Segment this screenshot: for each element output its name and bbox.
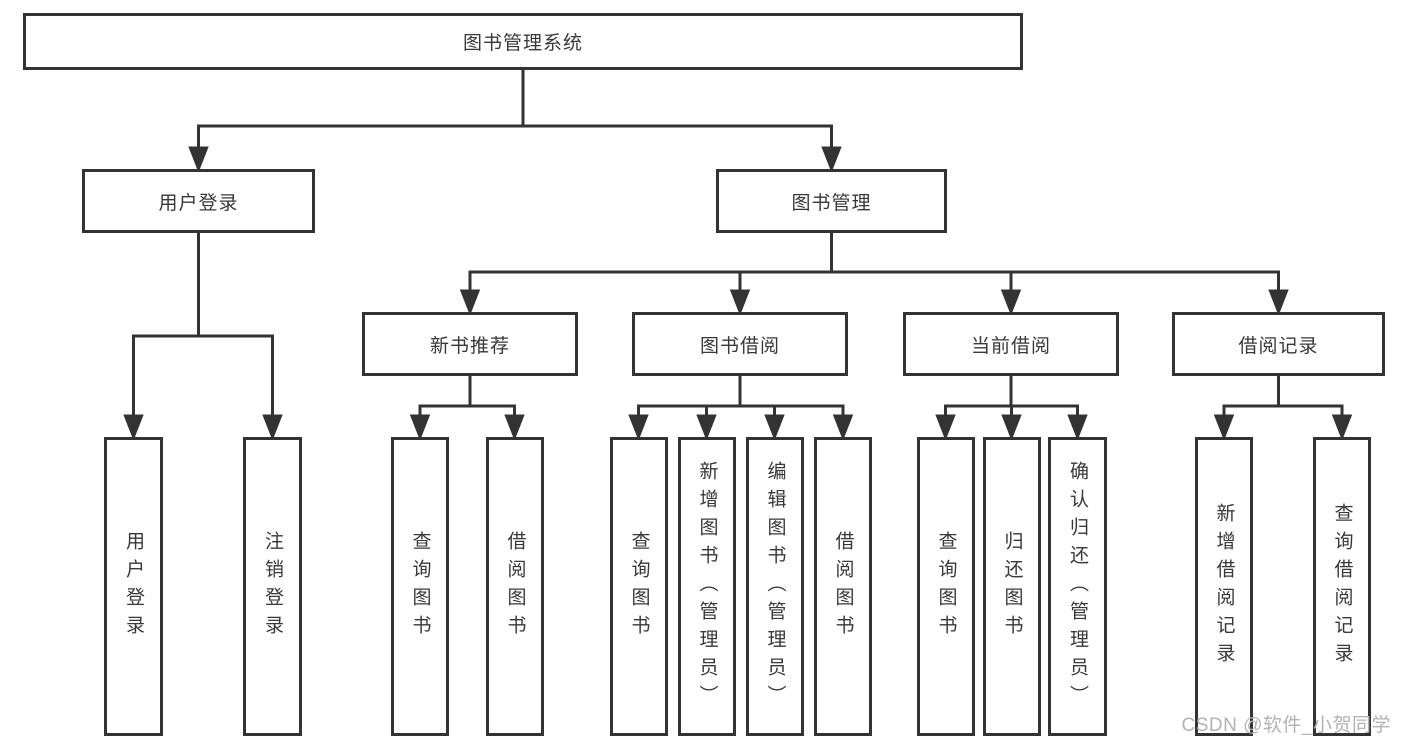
node-label: 注销登录 (262, 530, 283, 643)
node-label: 编辑图书（管理员） (764, 460, 786, 713)
leaf-add-books-admin: 新增图书（管理员） (678, 437, 736, 736)
node-borrowing-records: 借阅记录 (1172, 312, 1385, 376)
leaf-borrow-books-recommend: 借阅图书 (486, 437, 544, 736)
node-root-library-system: 图书管理系统 (23, 13, 1023, 70)
node-label: 借阅图书 (504, 530, 526, 643)
leaf-query-books-current: 查询图书 (917, 437, 975, 736)
node-book-management: 图书管理 (716, 169, 947, 233)
leaf-query-borrow-record: 查询借阅记录 (1313, 437, 1371, 736)
node-label: 查询借阅记录 (1331, 502, 1353, 671)
leaf-query-books-recommend: 查询图书 (391, 437, 449, 736)
node-user-login: 用户登录 (82, 169, 315, 233)
node-label: 用户登录 (158, 192, 239, 214)
node-book-borrowing: 图书借阅 (632, 312, 848, 376)
node-label: 归还图书 (1001, 530, 1023, 643)
node-label: 查询图书 (935, 530, 957, 643)
node-label: 新增图书（管理员） (696, 460, 718, 713)
node-label: 查询图书 (409, 530, 431, 643)
node-label: 用户登录 (123, 530, 144, 643)
node-label: 借阅图书 (832, 530, 854, 643)
leaf-return-books: 归还图书 (983, 437, 1041, 736)
node-label: 新书推荐 (429, 335, 510, 357)
node-label: 确认归还（管理员） (1067, 460, 1088, 713)
leaf-borrow-books-borrowing: 借阅图书 (814, 437, 872, 736)
leaf-confirm-return-admin: 确认归还（管理员） (1048, 437, 1107, 736)
leaf-edit-books-admin: 编辑图书（管理员） (746, 437, 804, 736)
node-label: 图书管理系统 (462, 33, 583, 54)
leaf-query-books-borrowing: 查询图书 (610, 437, 668, 736)
leaf-add-borrow-record: 新增借阅记录 (1195, 437, 1253, 736)
node-new-book-recommend: 新书推荐 (362, 312, 578, 376)
node-label: 图书管理 (791, 192, 872, 214)
node-label: 借阅记录 (1238, 335, 1319, 357)
node-current-borrowing: 当前借阅 (903, 312, 1119, 376)
csdn-watermark: CSDN @软件_小贺同学 (1181, 715, 1391, 736)
leaf-user-login: 用户登录 (104, 437, 163, 736)
node-label: 新增借阅记录 (1213, 502, 1235, 671)
node-label: 当前借阅 (970, 335, 1051, 357)
node-label: 查询图书 (628, 530, 650, 643)
leaf-logout: 注销登录 (243, 437, 302, 736)
node-label: 图书借阅 (699, 335, 780, 357)
